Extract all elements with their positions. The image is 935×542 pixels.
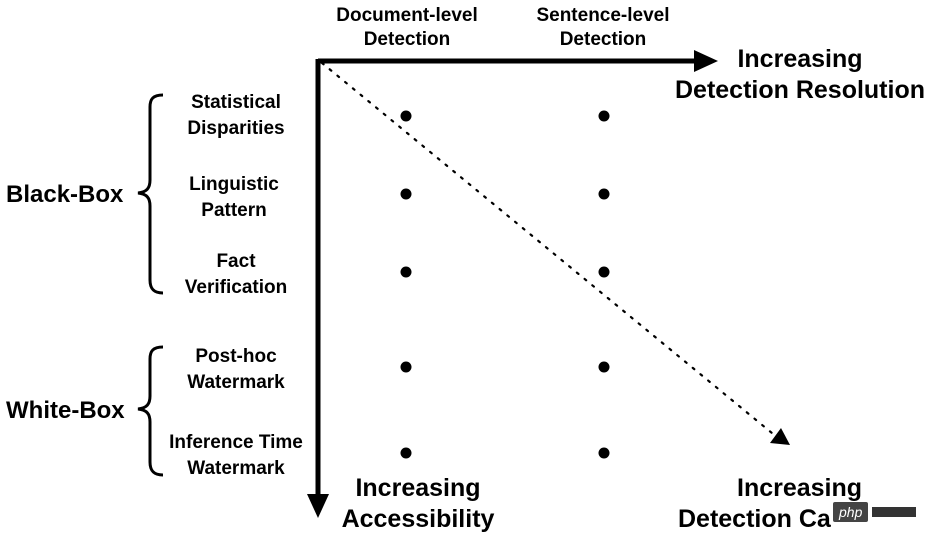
row-label-fact-line1: Fact [216,251,256,272]
dot-posthoc-sentence [598,361,610,373]
diagonal-dotted-arrow [320,61,780,440]
vertical-axis-arrowhead [307,494,329,518]
column-header-document-level-line1: Document-level [336,5,477,26]
row-label-linguistic-line2: Pattern [201,200,266,221]
dot-posthoc-document [400,361,412,373]
column-header-sentence-level-line1: Sentence-level [536,5,669,26]
group-label-white-box: White-Box [6,397,125,424]
vertical-axis-label-line1: Increasing [355,474,480,502]
group-label-black-box: Black-Box [6,181,124,208]
horizontal-axis-arrowhead [694,50,718,72]
diagonal-axis-label-line2: Detection Ca [678,505,832,533]
white-box-brace [137,345,164,477]
diagonal-arrowhead [770,428,790,445]
horizontal-axis-label-line1: Increasing [737,45,862,73]
dot-statistical-sentence [598,110,610,122]
dot-linguistic-sentence [598,188,610,200]
row-label-posthoc-line2: Watermark [187,372,285,393]
row-label-inference-line1: Inference Time [169,432,303,453]
php-logo-text: php [833,502,869,522]
dot-fact-sentence [598,266,610,278]
column-header-document-level-line2: Detection [364,29,451,50]
row-label-linguistic-line1: Linguistic [189,174,279,195]
row-label-fact-line2: Verification [185,277,287,298]
black-box-brace [137,93,164,295]
dot-inference-sentence [598,447,610,459]
row-label-inference-line2: Watermark [187,458,285,479]
vertical-axis-label-line2: Accessibility [342,505,495,533]
dot-fact-document [400,266,412,278]
dot-statistical-document [400,110,412,122]
column-header-sentence-level-line2: Detection [560,29,647,50]
dot-linguistic-document [400,188,412,200]
dot-inference-document [400,447,412,459]
row-label-posthoc-line1: Post-hoc [195,346,277,367]
row-label-statistical-line1: Statistical [191,92,281,113]
php-watermark: php [833,498,933,526]
row-label-statistical-line2: Disparities [187,118,284,139]
horizontal-axis-label-line2: Detection Resolution [675,76,925,104]
diagonal-axis-label-line1: Increasing [737,474,862,502]
watermark-bar [872,507,917,517]
